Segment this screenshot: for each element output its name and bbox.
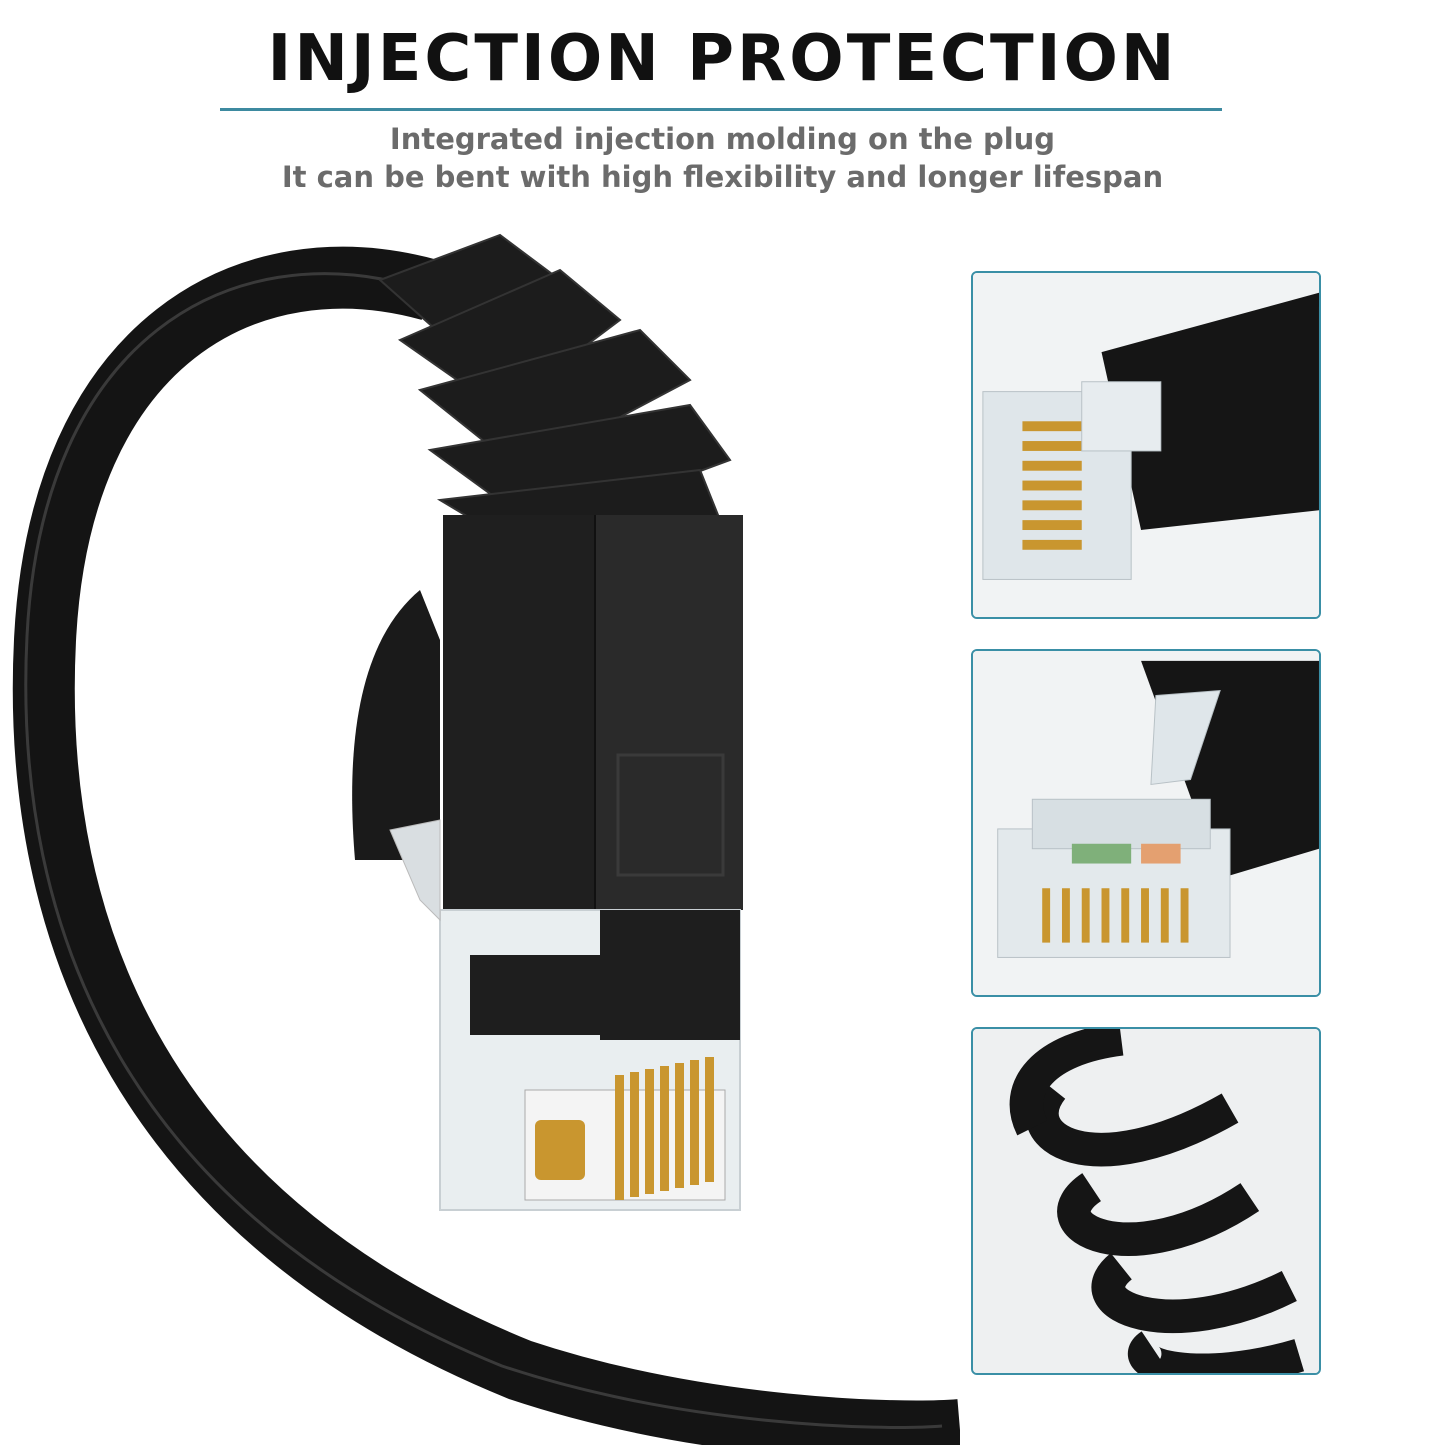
- detail-panel-plug-top: [971, 271, 1321, 619]
- detail-panel-plug-clip: [971, 649, 1321, 997]
- subtitle-line-1: Integrated injection molding on the plug: [389, 122, 1056, 156]
- page-title: INJECTION PROTECTION: [267, 22, 1178, 96]
- detail-panel-coiled-cable: [971, 1027, 1321, 1375]
- coiled-flat-cable-icon: [973, 1029, 1319, 1373]
- rj45-plug-top-view-icon: [973, 273, 1319, 617]
- subtitle-line-2: It can be bent with high flexibility and…: [281, 160, 1164, 194]
- rj45-plug-clip-view-icon: [973, 651, 1319, 995]
- hero-cable-image: [0, 220, 962, 1449]
- title-divider: [220, 108, 1222, 111]
- flat-ethernet-cable-rj45-plug-icon: [12, 233, 962, 1449]
